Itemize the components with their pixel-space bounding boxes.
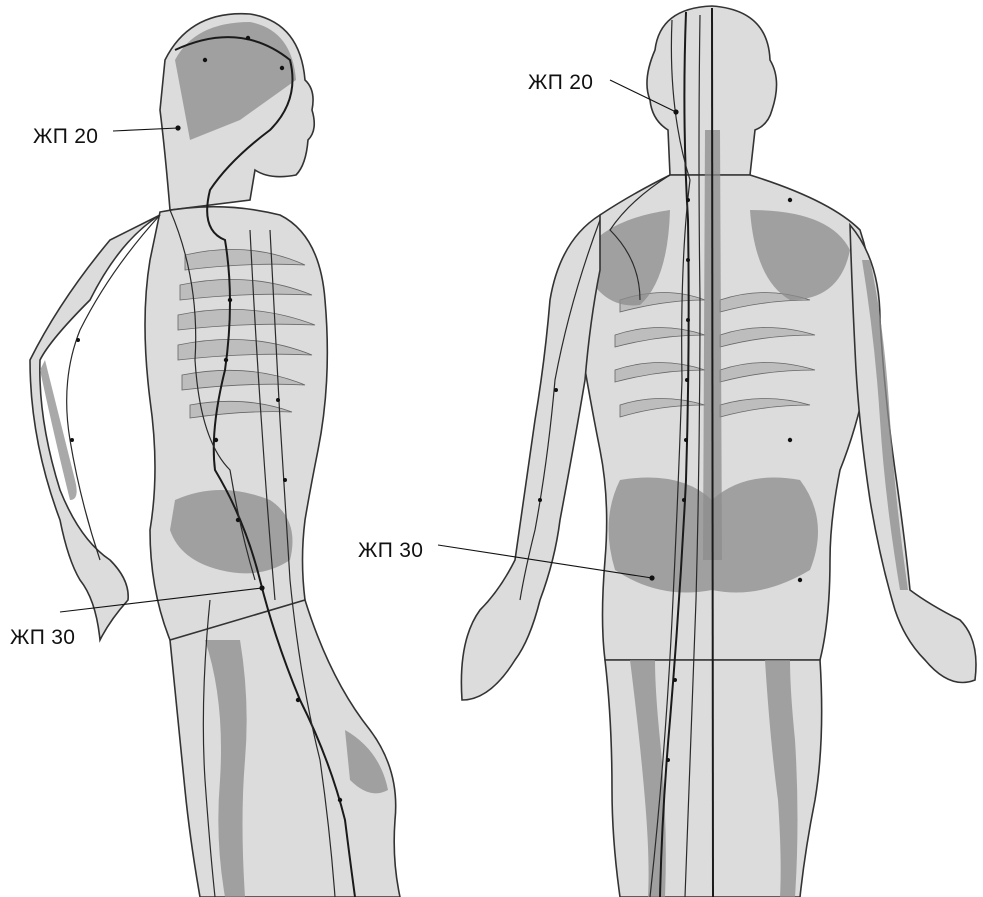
back-left-arm [461, 215, 600, 700]
back-view-figure [461, 6, 976, 897]
svg-text:ЖП 20: ЖП 20 [33, 125, 98, 148]
svg-text:ЖП 30: ЖП 30 [358, 539, 423, 562]
svg-text:ЖП 20: ЖП 20 [528, 71, 593, 94]
svg-text:ЖП 30: ЖП 30 [10, 626, 75, 649]
side-torso [145, 207, 327, 640]
side-arm [30, 215, 160, 640]
label-side-upper: ЖП 20 [33, 125, 178, 148]
